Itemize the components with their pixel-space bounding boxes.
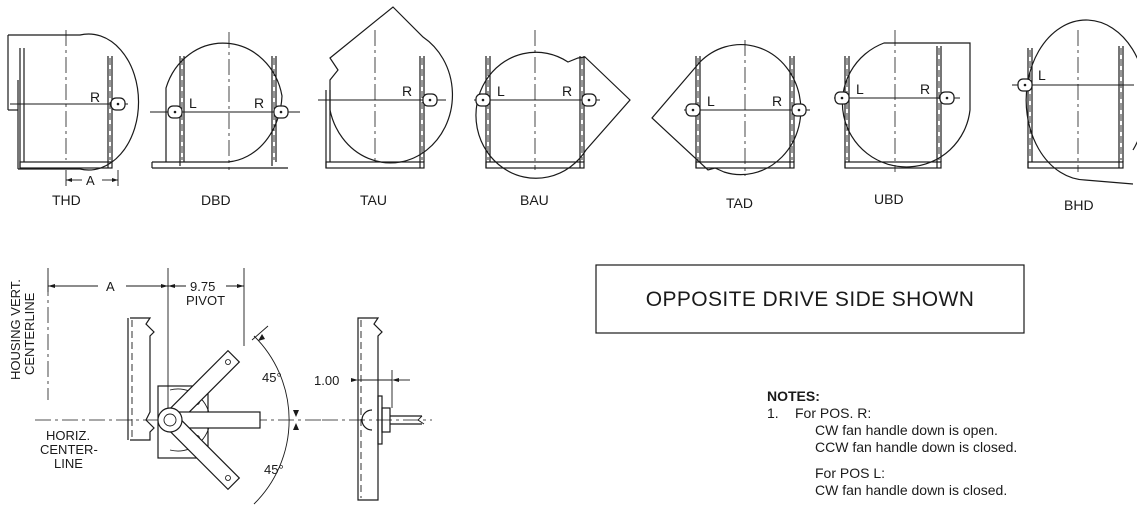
fan-thd: R A THD xyxy=(7,30,140,208)
ubd-mark-l: L xyxy=(856,81,864,97)
notes-pos-r-title: For POS. R: xyxy=(795,405,871,421)
notes-pos-r-line1: CW fan handle down is open. xyxy=(815,422,998,438)
notes-pos-l-title: For POS L: xyxy=(815,465,885,481)
bau-mark-r: R xyxy=(562,83,572,99)
thd-housing xyxy=(8,33,140,171)
opposite-drive-banner: OPPOSITE DRIVE SIDE SHOWN xyxy=(595,264,1025,334)
angle-top-label: 45° xyxy=(262,370,282,385)
tau-housing xyxy=(329,6,454,164)
label-bau: BAU xyxy=(520,192,549,208)
bau-housing xyxy=(475,51,631,179)
bhd-mark-l: L xyxy=(1038,67,1046,83)
fan-bhd: L BHD xyxy=(1012,19,1137,213)
fan-dbd: L R DBD xyxy=(150,32,300,208)
detail-dim-pivot-value: 9.75 xyxy=(190,279,215,294)
notes-heading: NOTES: xyxy=(767,388,820,404)
ubd-mark-r: R xyxy=(920,81,930,97)
notes-pos-l-line1: CW fan handle down is closed. xyxy=(815,482,1007,498)
label-dbd: DBD xyxy=(201,192,231,208)
notes-block: NOTES: 1. For POS. R: CW fan handle down… xyxy=(767,388,1017,498)
angle-bottom-label: 45° xyxy=(264,462,284,477)
damper-pivot-detail: HOUSING VERT. CENTERLINE A 9.75 PIVOT HO… xyxy=(8,268,432,505)
tau-mark-r: R xyxy=(402,83,412,99)
horiz-centerline-label-1: HORIZ. xyxy=(46,428,90,443)
label-tau: TAU xyxy=(360,192,387,208)
vert-centerline-label-1: HOUSING VERT. xyxy=(8,279,23,380)
fan-ubd: L R UBD xyxy=(834,30,971,207)
banner-text: OPPOSITE DRIVE SIDE SHOWN xyxy=(646,288,975,311)
notes-pos-r-line2: CCW fan handle down is closed. xyxy=(815,439,1017,455)
vert-centerline-label-2: CENTERLINE xyxy=(22,292,37,375)
offset-dim-label: 1.00 xyxy=(314,373,339,388)
ubd-housing xyxy=(841,42,971,168)
thd-dim-a: A xyxy=(86,173,95,188)
label-thd: THD xyxy=(52,192,81,208)
horiz-centerline-label-2: CENTER- xyxy=(40,442,98,457)
fan-tad: L R TAD xyxy=(651,40,810,211)
dbd-mark-r: R xyxy=(254,95,264,111)
tad-mark-l: L xyxy=(707,93,715,109)
detail-dim-pivot-label: PIVOT xyxy=(186,293,225,308)
label-bhd: BHD xyxy=(1064,197,1094,213)
tad-mark-r: R xyxy=(772,93,782,109)
notes-item-number: 1. xyxy=(767,405,779,421)
label-ubd: UBD xyxy=(874,191,904,207)
label-tad: TAD xyxy=(726,195,753,211)
fan-tau: R TAU xyxy=(318,6,454,208)
dbd-mark-l: L xyxy=(189,95,197,111)
bhd-housing xyxy=(1025,19,1137,185)
fan-bau: L R BAU xyxy=(474,30,631,208)
thd-mark-r: R xyxy=(90,89,100,105)
bau-mark-l: L xyxy=(497,83,505,99)
horiz-centerline-label-3: LINE xyxy=(54,456,83,471)
detail-dim-a: A xyxy=(106,279,115,294)
